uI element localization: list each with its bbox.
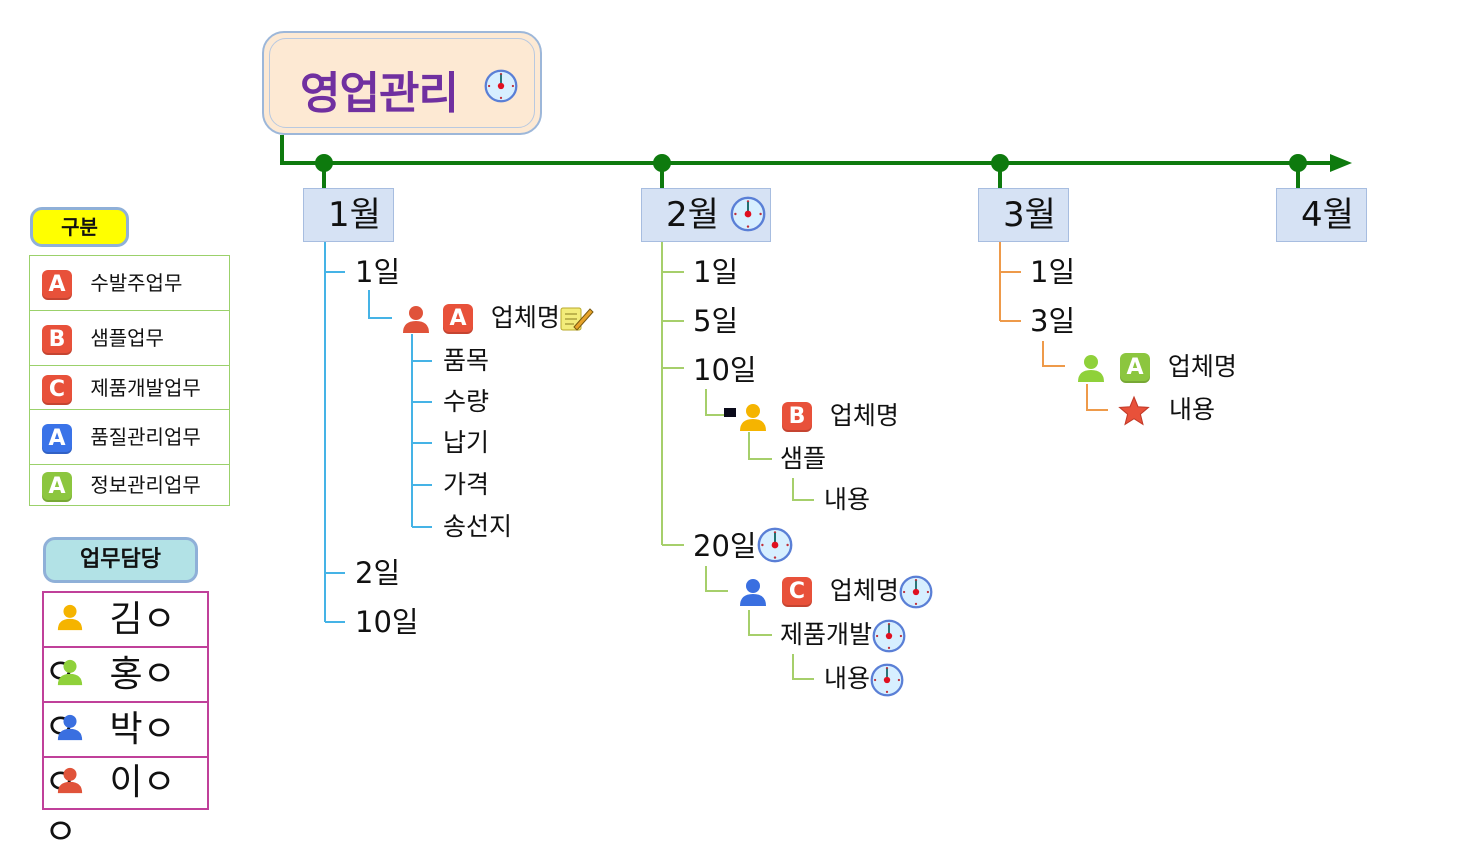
task-node[interactable]: C 업체명	[738, 575, 933, 609]
category-badge: C	[42, 374, 72, 405]
note-edit-icon	[560, 307, 594, 331]
clock-icon	[730, 196, 766, 231]
legend-category-table: A 수발주업무 B 샘플업무 C 제품개발업무 A 품질관리업무 A 정보관리업…	[29, 255, 230, 506]
clock-icon	[757, 527, 792, 563]
category-badge: A	[42, 423, 72, 454]
person-blue-icon	[57, 714, 83, 741]
clock-icon	[872, 619, 906, 653]
root-topic-inner-border	[269, 38, 535, 128]
detail-node[interactable]: 송선지	[443, 512, 513, 541]
detail-node[interactable]: 품목	[443, 346, 490, 375]
detail-label: 내용	[824, 664, 871, 693]
legend-category-item: C 제품개발업무	[30, 366, 229, 410]
day-node[interactable]: 1일	[355, 255, 401, 289]
legend-category-header: 구분	[30, 207, 129, 247]
day-node[interactable]: 1일	[1030, 255, 1076, 289]
detail-node[interactable]: 샘플	[780, 444, 827, 473]
month-label: 4월	[1301, 195, 1354, 235]
category-badge: C	[781, 577, 812, 607]
legend-label: 샘플업무	[90, 326, 164, 350]
category-badge: A	[1119, 353, 1150, 383]
month-jan[interactable]: 1월	[303, 188, 394, 242]
category-badge: A	[42, 471, 72, 502]
task-node[interactable]: A 업체명	[1076, 351, 1237, 383]
task-node[interactable]: A 업체명	[401, 302, 594, 334]
detail-node[interactable]: 내용	[824, 663, 904, 697]
legend-staff-header: 업무담당	[43, 537, 198, 583]
detail-node[interactable]: 가격	[443, 470, 490, 499]
legend-staff-item: 홍ㅇㅇ	[44, 648, 207, 748]
day-node[interactable]: 2일	[355, 556, 401, 590]
category-badge: A	[42, 269, 72, 300]
root-topic[interactable]: 영업관리	[262, 31, 542, 135]
person-blue-icon	[740, 579, 766, 606]
day-node[interactable]: 1일	[693, 255, 739, 289]
month-apr[interactable]: 4월	[1276, 188, 1367, 242]
day-node[interactable]: 5일	[693, 304, 739, 338]
legend-label: 수발주업무	[90, 271, 183, 295]
legend-staff-table: 김ㅇㅇ 홍ㅇㅇ 박ㅇㅇ 이ㅇㅇ	[42, 591, 209, 853]
star-icon	[1118, 395, 1150, 426]
legend-label: 품질관리업무	[90, 425, 201, 449]
person-green-icon	[57, 659, 83, 686]
legend-category-item: B 샘플업무	[30, 311, 229, 366]
month-feb[interactable]: 2월	[641, 188, 771, 242]
person-orange-icon	[57, 604, 83, 631]
timeline-connectors	[280, 135, 1352, 680]
task-label: 업체명	[490, 303, 560, 332]
legend-category-item: A 정보관리업무	[30, 465, 229, 505]
task-label: 업체명	[829, 401, 899, 430]
person-red-icon	[57, 767, 83, 794]
detail-node[interactable]: 수량	[443, 387, 490, 416]
person-red-icon	[403, 306, 429, 333]
detail-node[interactable]: 내용	[824, 485, 871, 514]
legend-staff-title: 업무담당	[80, 547, 161, 572]
legend-category-item: A 수발주업무	[30, 256, 229, 311]
clock-icon	[870, 663, 904, 697]
person-orange-icon	[740, 404, 766, 431]
month-label: 1월	[328, 195, 381, 235]
detail-node[interactable]: 제품개발	[780, 619, 906, 653]
task-label: 업체명	[1167, 352, 1237, 381]
legend-label: 제품개발업무	[90, 376, 201, 400]
day-label: 20일	[693, 529, 757, 563]
collapse-marker-icon[interactable]	[724, 407, 736, 417]
day-node[interactable]: 20일	[693, 527, 793, 564]
legend-label: 정보관리업무	[90, 473, 201, 497]
category-badge: A	[442, 304, 473, 334]
legend-category-title: 구분	[61, 215, 98, 239]
task-label: 업체명	[829, 576, 899, 605]
day-node[interactable]: 3일	[1030, 304, 1076, 338]
day-node[interactable]: 10일	[693, 353, 757, 387]
staff-name: 김ㅇㅇ	[44, 599, 176, 693]
day-node[interactable]: 10일	[355, 605, 419, 639]
month-mar[interactable]: 3월	[978, 188, 1069, 242]
root-topic-label: 영업관리	[300, 68, 459, 119]
detail-label: 내용	[1168, 395, 1215, 424]
month-label: 2월	[666, 195, 719, 235]
month-label: 3월	[1003, 195, 1056, 235]
legend-category-item: A 품질관리업무	[30, 410, 229, 465]
legend-staff-item: 김ㅇㅇ	[44, 593, 207, 693]
detail-label: 제품개발	[780, 620, 873, 649]
legend-staff-item: 이ㅇㅇ	[44, 758, 207, 853]
detail-node[interactable]: 납기	[443, 428, 490, 457]
task-node[interactable]: B 업체명	[724, 400, 899, 432]
category-badge: B	[781, 402, 812, 432]
legend-staff-item: 박ㅇㅇ	[44, 703, 207, 803]
detail-node[interactable]: 내용	[1117, 394, 1215, 427]
clock-icon	[899, 575, 933, 609]
person-green-icon	[1078, 355, 1104, 382]
category-badge: B	[42, 324, 72, 355]
